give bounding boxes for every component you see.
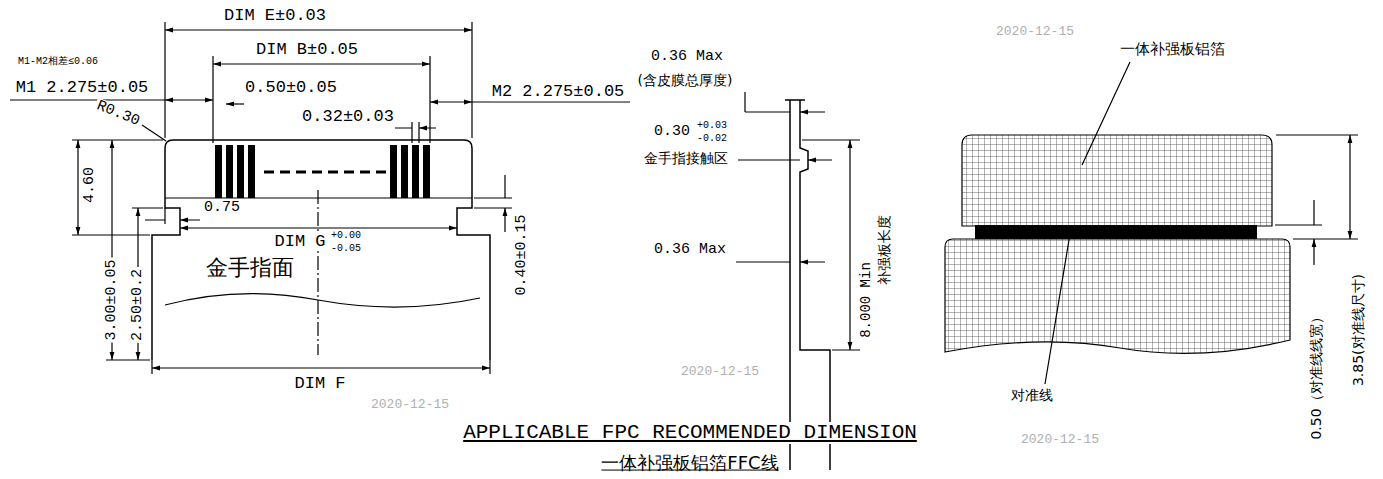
tolerance-text: -0.02 xyxy=(695,134,729,145)
dimension-line xyxy=(849,140,850,350)
leader-line xyxy=(142,125,166,141)
tolerance-text: -0.05 xyxy=(329,244,363,255)
dimension-line xyxy=(504,175,505,232)
part-name: 对准线 xyxy=(1009,388,1055,403)
extension-line xyxy=(152,360,490,374)
dimension-text: 2.50±0.2 xyxy=(130,267,146,343)
dimension-line xyxy=(165,29,472,30)
dimension-text: 0.32±0.03 xyxy=(300,108,396,126)
dimension-line xyxy=(430,101,472,102)
watermark: 2020-12-15 xyxy=(369,398,451,412)
alignment-line xyxy=(975,225,1257,239)
note-text: 金手指接触区 xyxy=(642,151,730,166)
face-label: 金手指面 xyxy=(204,256,296,279)
dimension-text: 0.36 Max xyxy=(652,242,728,258)
tolerance-text: +0.03 xyxy=(695,121,729,132)
dimension-line xyxy=(736,261,825,262)
note-text: 补强板长度 xyxy=(877,213,892,287)
extension-line xyxy=(1275,135,1358,239)
finger-continuation xyxy=(264,171,386,174)
dimension-text: 0.40±0.15 xyxy=(514,212,530,297)
dimension-line xyxy=(213,63,430,64)
dimension-line xyxy=(1313,200,1314,265)
dimension-line xyxy=(745,111,825,112)
dimension-text: M1 2.275±0.05 xyxy=(14,79,151,97)
dimension-text: 0.50±0.05 xyxy=(243,79,339,97)
dimension-line xyxy=(165,99,213,100)
dimension-text: 3.00±0.05 xyxy=(104,257,120,342)
dimension-text: DIM G xyxy=(272,233,327,251)
drawing-title: APPLICABLE FPC RECOMMENDED DIMENSION xyxy=(461,422,919,444)
dimension-line xyxy=(226,103,244,104)
dimension-text: 0.75 xyxy=(202,200,242,216)
extension-line xyxy=(412,122,419,143)
stiffener-upper xyxy=(962,135,1272,226)
extension-line xyxy=(72,140,163,360)
watermark: 2020-12-15 xyxy=(994,25,1076,39)
radius-text: R0.30 xyxy=(92,98,143,131)
leader-line xyxy=(1045,62,1130,384)
dimension-text: DIM E±0.03 xyxy=(222,7,328,25)
extension-line xyxy=(802,140,860,350)
dimension-text: M2 2.275±0.05 xyxy=(490,83,627,101)
stiffener-lower xyxy=(945,239,1290,353)
dimension-text: 0.30 xyxy=(652,124,692,140)
tolerance-text: +0.00 xyxy=(329,231,363,242)
tolerance-note: M1-M2相差≤0.06 xyxy=(16,57,100,68)
note-text: (含皮膜总厚度) xyxy=(636,73,735,88)
dimension-line xyxy=(152,367,490,368)
dimension-text: 8.000 Min xyxy=(859,260,874,340)
watermark: 2020-12-15 xyxy=(1019,433,1101,447)
center-line xyxy=(317,190,318,355)
dimension-text: 0.36 Max xyxy=(649,49,725,65)
gold-fingers xyxy=(215,145,430,198)
fpc-outline xyxy=(152,140,490,360)
extension-line xyxy=(474,198,512,208)
drawing-subtitle: 一体补强板铝箔FFC线 xyxy=(599,454,780,473)
dimension-line xyxy=(1349,135,1350,239)
dimension-line xyxy=(77,140,78,235)
extension-line xyxy=(164,208,165,224)
dimension-text: 0.50（对准线线宽） xyxy=(1309,308,1324,441)
leader-line xyxy=(744,92,745,112)
dimension-line xyxy=(395,127,436,128)
watermark: 2020-12-15 xyxy=(679,365,761,379)
side-profile xyxy=(785,100,830,470)
dimension-line xyxy=(145,219,200,220)
part-name: 一体补强板铝箔 xyxy=(1118,42,1227,58)
break-line xyxy=(165,294,480,307)
dimension-text: DIM F xyxy=(292,375,347,393)
dimension-line xyxy=(180,227,457,228)
dimension-text: DIM B±0.05 xyxy=(254,41,360,59)
dimension-text: 3.85(对准线尺寸) xyxy=(1351,272,1366,388)
dimension-text: 4.60 xyxy=(82,165,98,205)
dimension-line xyxy=(738,159,832,160)
extension-line xyxy=(165,22,472,143)
